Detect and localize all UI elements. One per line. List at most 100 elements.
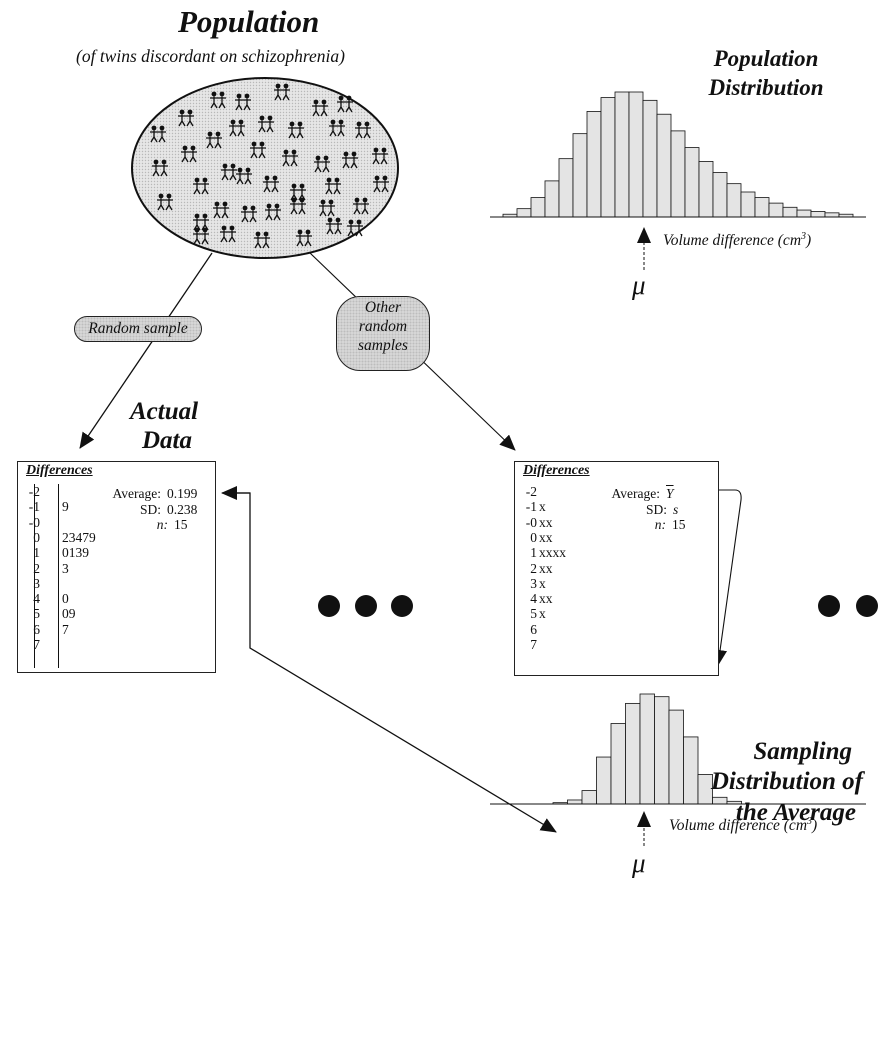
- other-stem-stem: 1: [530, 545, 537, 561]
- person-pair-icon: [290, 183, 306, 201]
- actual-stem-stem: 2: [33, 560, 40, 576]
- person-pair-icon: [250, 141, 266, 159]
- person-pair-icon: [290, 197, 306, 215]
- histogram-bar: [567, 799, 583, 805]
- other-n-label: n:: [654, 517, 666, 532]
- person-pair-icon: [353, 197, 369, 215]
- population-distribution-title-1: Population: [713, 46, 819, 71]
- person-pair-icon: [258, 115, 274, 133]
- other-n-stat: n: 15: [655, 517, 686, 532]
- other-stem-stem: 0: [530, 529, 537, 545]
- actual-stem-stem: 1: [33, 545, 40, 561]
- person-pair-icon: [213, 201, 229, 219]
- histogram-bar: [596, 756, 612, 805]
- random-sample-pill: Random sample: [74, 316, 202, 342]
- actual-stem-leaf: 09: [62, 606, 76, 622]
- population-people: [150, 83, 389, 249]
- person-pair-icon: [193, 213, 209, 231]
- ellipsis-dot-4: [818, 595, 840, 617]
- other-stem-stem: 2: [530, 560, 537, 576]
- person-pair-icon: [206, 131, 222, 149]
- person-pair-icon: [342, 151, 358, 169]
- person-pair-icon: [373, 175, 389, 193]
- other-stem-stem: -2: [525, 484, 537, 499]
- other-stem-row: 6: [515, 622, 718, 637]
- person-pair-icon: [265, 203, 281, 221]
- other-stem-stem: 6: [530, 621, 537, 637]
- actual-stem-stem: -2: [28, 484, 40, 499]
- actual-stem-row: 7: [18, 637, 215, 652]
- other-stem-stem: -0: [525, 514, 537, 530]
- actual-sd-value: 0.238: [167, 502, 198, 517]
- actual-stem-row: 3: [18, 576, 215, 591]
- actual-average-value: 0.199: [167, 486, 198, 501]
- person-pair-icon: [150, 125, 166, 143]
- population-histogram: [502, 91, 854, 218]
- population-distribution-title-2: Distribution: [708, 75, 824, 100]
- actual-stem-stem: 4: [33, 591, 40, 607]
- actual-n-stat: n: 15: [157, 517, 188, 532]
- other-sd-value: s: [673, 502, 679, 517]
- histogram-bar: [581, 790, 597, 805]
- other-sd-label: SD:: [645, 502, 667, 517]
- other-stem-leaf: x: [539, 575, 546, 591]
- histogram-bar: [712, 172, 728, 218]
- other-stem-row: -2: [515, 484, 718, 499]
- other-stem-leaf: xx: [539, 560, 553, 576]
- histogram-bar: [642, 99, 658, 218]
- person-pair-icon: [347, 219, 363, 237]
- histogram-bar: [796, 209, 812, 218]
- sampling-axis-label: Volume difference (cm3): [669, 816, 818, 835]
- actual-n-label: n:: [156, 517, 168, 532]
- person-pair-icon: [241, 205, 257, 223]
- other-samples-line2: random: [358, 318, 408, 335]
- histogram-bar: [726, 183, 742, 218]
- population-ellipse: [131, 77, 399, 259]
- histogram-bar: [628, 91, 644, 218]
- person-pair-icon: [312, 99, 328, 117]
- person-pair-icon: [263, 175, 279, 193]
- other-average-label: Average:: [611, 486, 660, 501]
- other-samples-line3: samples: [358, 337, 408, 354]
- person-pair-icon: [288, 121, 304, 139]
- actual-to-sampling-arrow: [232, 492, 557, 833]
- other-to-sampling-arrow: [713, 489, 742, 666]
- person-pair-icon: [236, 167, 252, 185]
- ellipsis-dot-5: [856, 595, 878, 617]
- actual-average-stat: Average: 0.199: [113, 486, 198, 501]
- person-pair-icon: [235, 93, 251, 111]
- ellipsis-dot-2: [355, 595, 377, 617]
- histogram-bar: [530, 197, 546, 218]
- actual-stem-leaf: 0: [62, 591, 69, 607]
- population-axis-label: Volume difference (cm3): [663, 231, 812, 250]
- other-stem-leaf: x: [539, 606, 546, 622]
- actual-data-title-2: Data: [142, 427, 192, 454]
- actual-stem-divider-right: [58, 484, 59, 668]
- histogram-bar: [754, 197, 770, 218]
- person-pair-icon: [326, 217, 342, 235]
- person-pair-icon: [229, 119, 245, 137]
- actual-stem-stem: -1: [28, 499, 40, 515]
- actual-stem-stem: 6: [33, 621, 40, 637]
- random-sample-line: [79, 252, 213, 449]
- other-stem-leaf: xx: [539, 529, 553, 545]
- other-stem-stem: -1: [525, 499, 537, 515]
- histogram-bar: [670, 130, 686, 218]
- actual-average-label: Average:: [112, 486, 161, 501]
- other-stem-leaf: xx: [539, 514, 553, 530]
- actual-data-title-1: Actual: [130, 398, 199, 425]
- person-pair-icon: [325, 177, 341, 195]
- person-pair-icon: [329, 119, 345, 137]
